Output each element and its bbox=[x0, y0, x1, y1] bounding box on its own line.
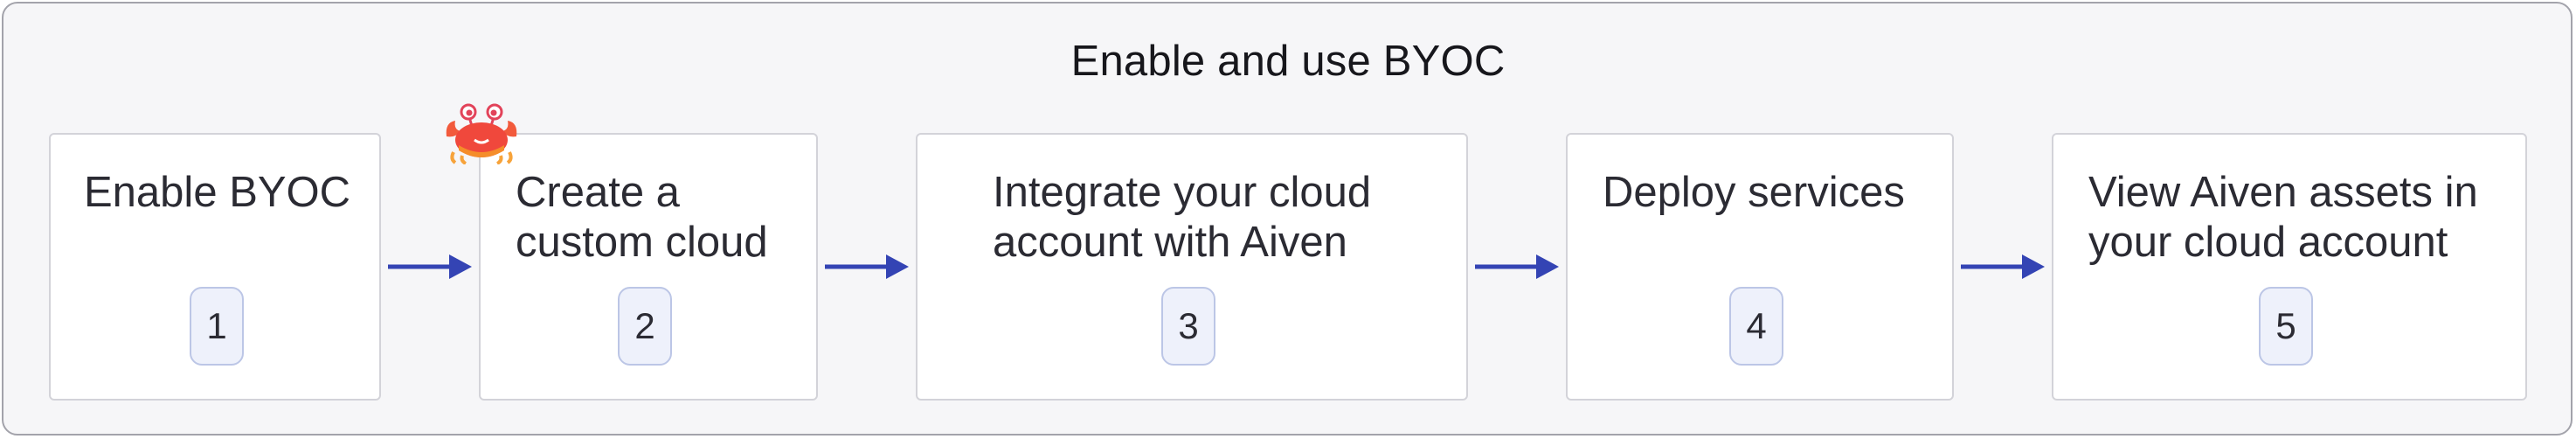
arrow-right-icon bbox=[825, 254, 909, 279]
step-label-1: Enable BYOC bbox=[84, 169, 351, 216]
step-card-5: View Aiven assets in your cloud account … bbox=[2052, 133, 2527, 401]
diagram-title: Enable and use BYOC bbox=[1070, 38, 1506, 85]
step-label-2: Create a custom cloud bbox=[516, 169, 768, 266]
step-label-5: View Aiven assets in your cloud account bbox=[2088, 169, 2478, 266]
step-label-4: Deploy services bbox=[1603, 169, 1905, 216]
step-label-3: Integrate your cloud account with Aiven bbox=[993, 169, 1372, 266]
step-number-badge-1: 1 bbox=[190, 287, 244, 366]
arrow-right-icon bbox=[1475, 254, 1559, 279]
step-card-3: Integrate your cloud account with Aiven … bbox=[916, 133, 1468, 401]
crab-mascot-icon bbox=[446, 103, 517, 164]
arrow-right-icon bbox=[388, 254, 472, 279]
step-number-badge-4: 4 bbox=[1729, 287, 1783, 366]
arrow-right-icon bbox=[1961, 254, 2045, 279]
step-card-2: Create a custom cloud 2 bbox=[479, 133, 818, 401]
step-card-4: Deploy services 4 bbox=[1566, 133, 1954, 401]
step-number-badge-2: 2 bbox=[618, 287, 672, 366]
step-number-badge-3: 3 bbox=[1161, 287, 1215, 366]
step-card-1: Enable BYOC 1 bbox=[49, 133, 381, 401]
step-number-badge-5: 5 bbox=[2259, 287, 2313, 366]
